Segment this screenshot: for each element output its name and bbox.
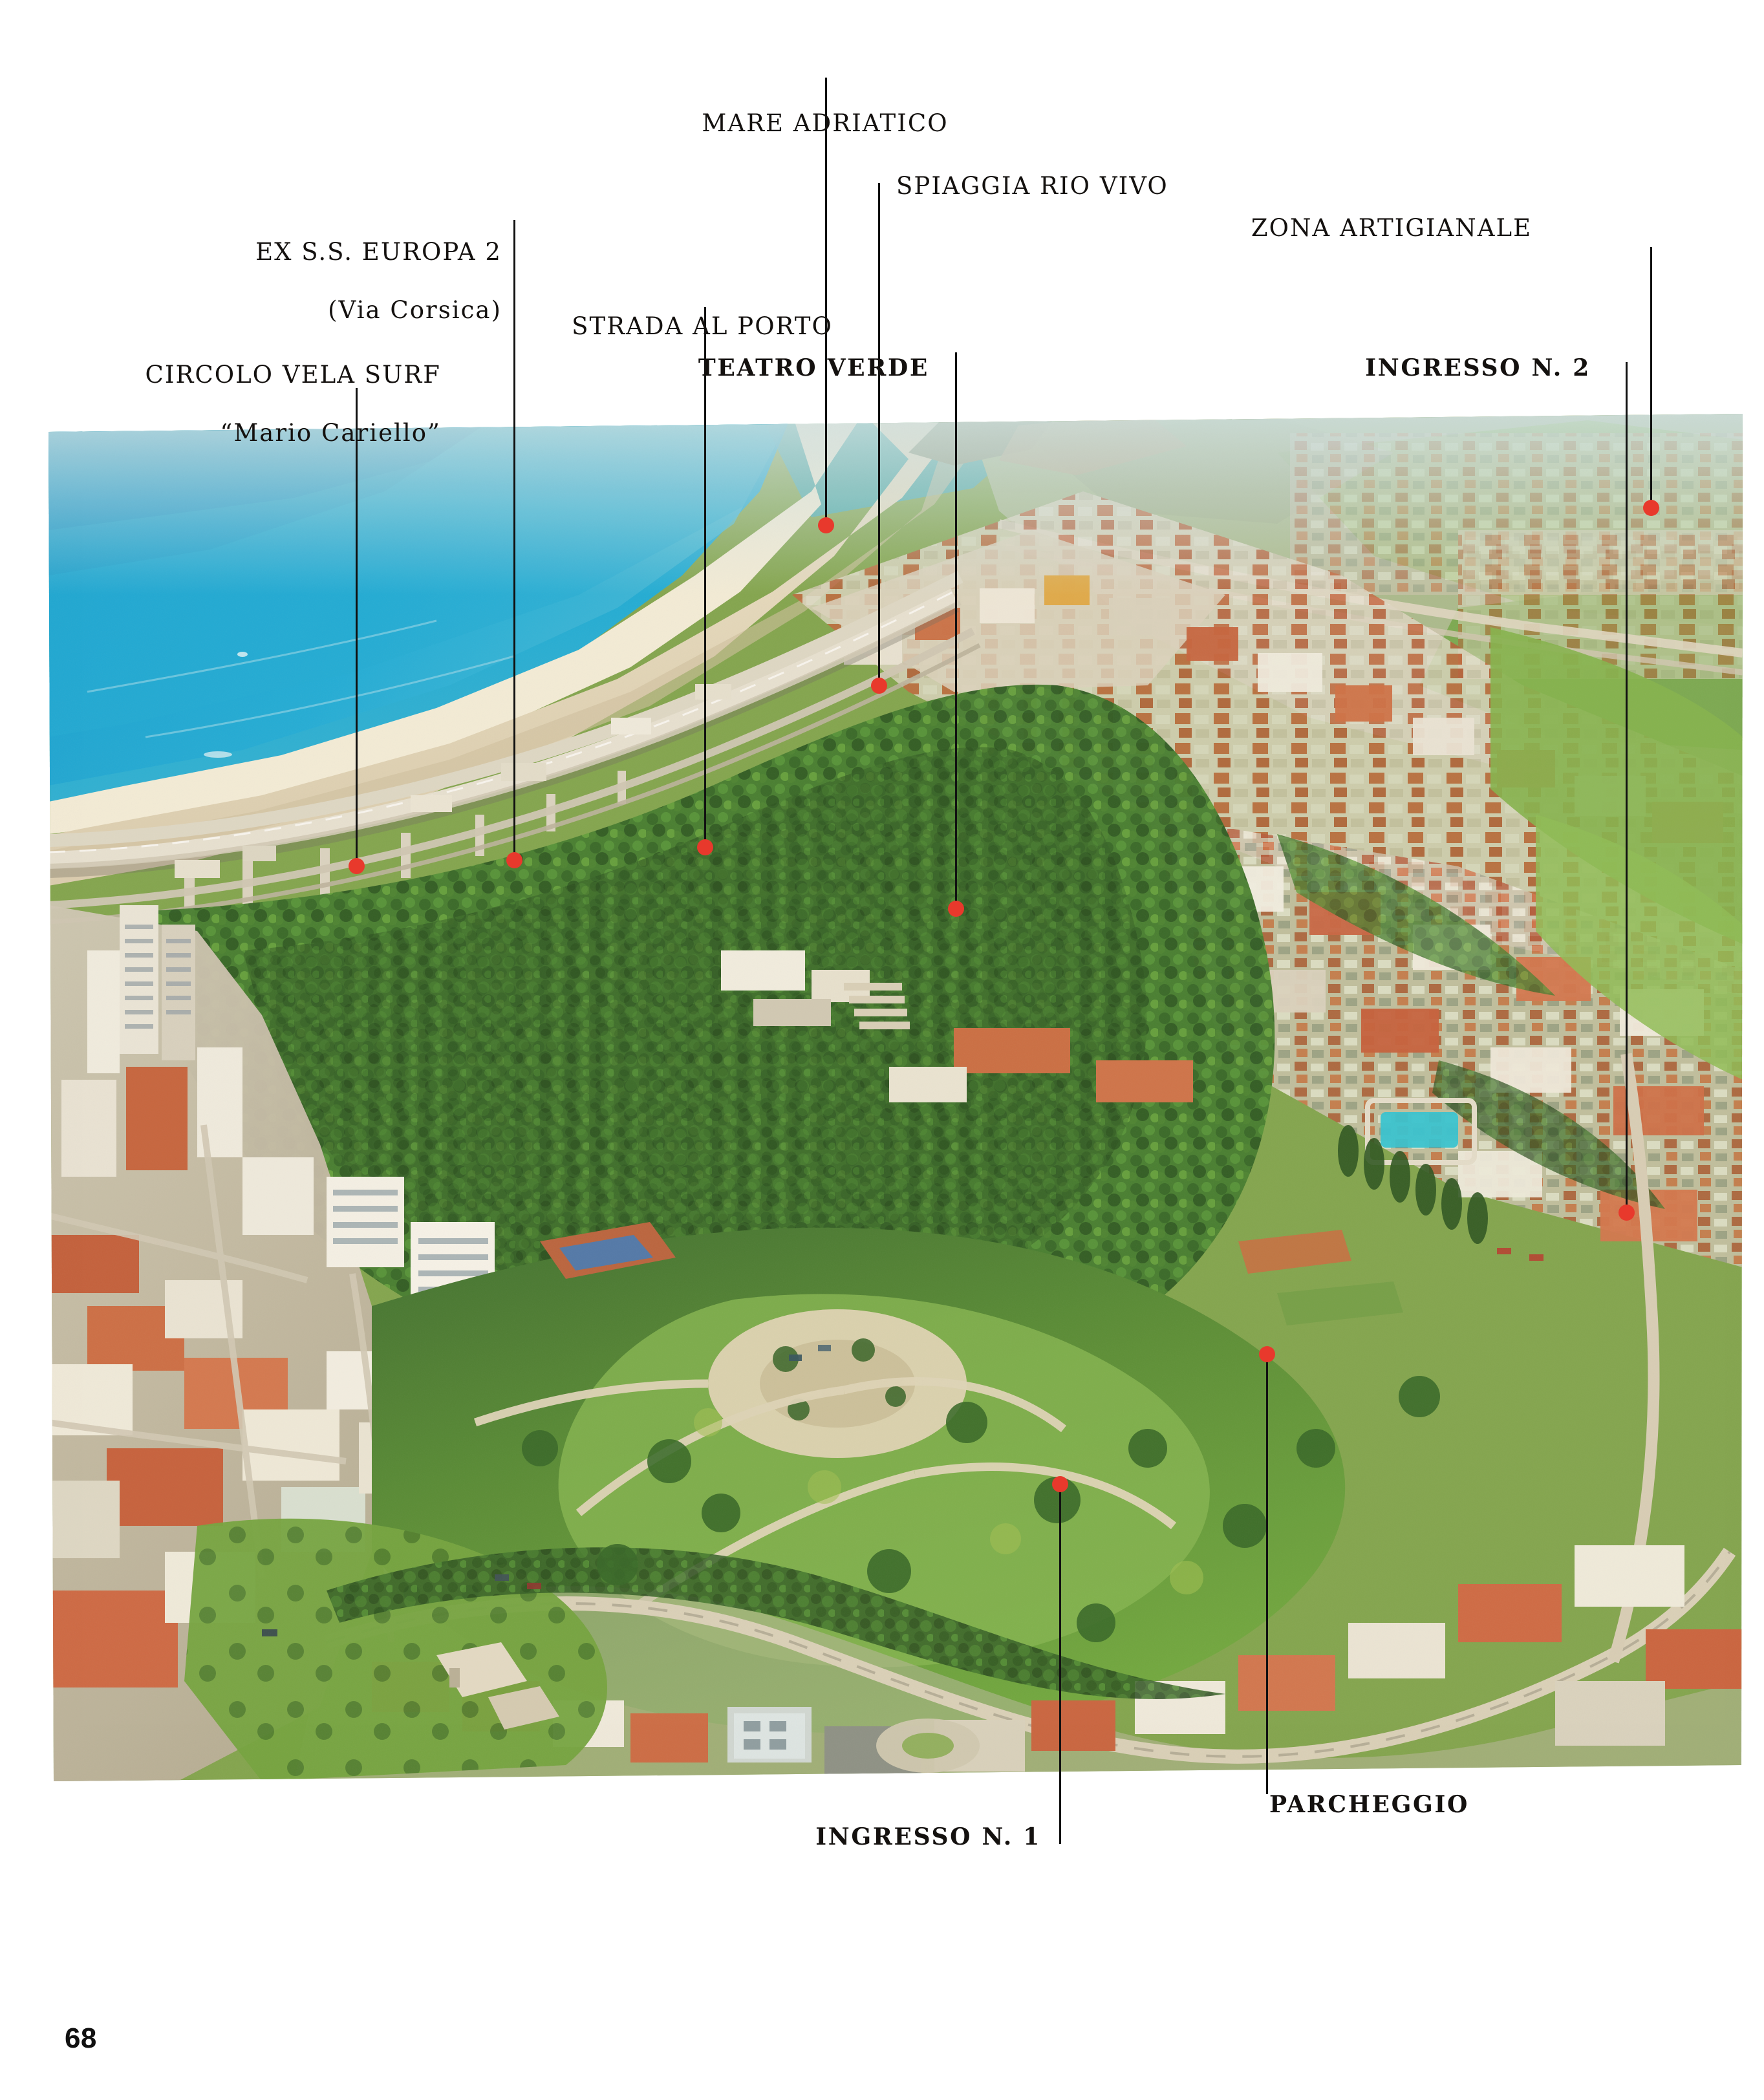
marker-ingresso-n-1 [1052,1476,1068,1492]
marker-parcheggio [1259,1346,1275,1362]
label-ex-ss-europa-2-line1: EX S.S. EUROPA 2 [255,238,502,266]
page-number: 68 [65,2022,97,2054]
label-circolo-vela-surf: CIRCOLO VELA SURF “Mario Cariello” [0,331,441,506]
label-strada-al-porto: STRADA AL PORTO [572,312,833,340]
leader-spiaggia-rio-vivo [878,183,880,686]
leader-ex-ss-europa-2 [513,220,515,861]
label-ingresso-n-2: INGRESSO N. 2 [1365,354,1591,381]
marker-mare-adriatico [818,517,834,533]
leader-zona-artigianale [1650,247,1652,508]
leader-teatro-verde [955,352,957,909]
leader-strada-al-porto [704,307,706,848]
marker-circolo-vela-surf [349,858,365,874]
label-zona-artigianale: ZONA ARTIGIANALE [1251,214,1533,242]
label-spiaggia-rio-vivo: SPIAGGIA RIO VIVO [896,172,1168,200]
photo-content [48,414,1743,1781]
label-parcheggio: PARCHEGGIO [1269,1791,1470,1818]
marker-strada-al-porto [697,839,713,855]
marker-ex-ss-europa-2 [506,852,522,868]
label-ingresso-n-1: INGRESSO N. 1 [815,1823,1041,1850]
marker-spiaggia-rio-vivo [871,678,887,694]
leader-circolo-vela-surf [356,388,358,866]
marker-zona-artigianale [1643,500,1659,516]
leader-mare-adriatico [825,78,827,524]
label-ex-ss-europa-2-line2: (Via Corsica) [328,296,502,325]
aerial-photo-svg [48,414,1743,1781]
aerial-photograph [48,414,1743,1781]
label-ex-ss-europa-2: EX S.S. EUROPA 2 (Via Corsica) [0,208,502,383]
label-mare-adriatico: MARE ADRIATICO [702,109,949,137]
leader-parcheggio [1266,1355,1268,1794]
leader-ingresso-n-2 [1626,362,1628,1213]
label-circolo-vela-surf-line1: CIRCOLO VELA SURF [145,361,441,389]
label-circolo-vela-surf-line2: “Mario Cariello” [220,419,441,447]
label-teatro-verde: TEATRO VERDE [698,354,929,381]
leader-ingresso-n-1 [1059,1484,1061,1844]
marker-ingresso-n-2 [1619,1205,1635,1221]
marker-teatro-verde [948,901,964,917]
